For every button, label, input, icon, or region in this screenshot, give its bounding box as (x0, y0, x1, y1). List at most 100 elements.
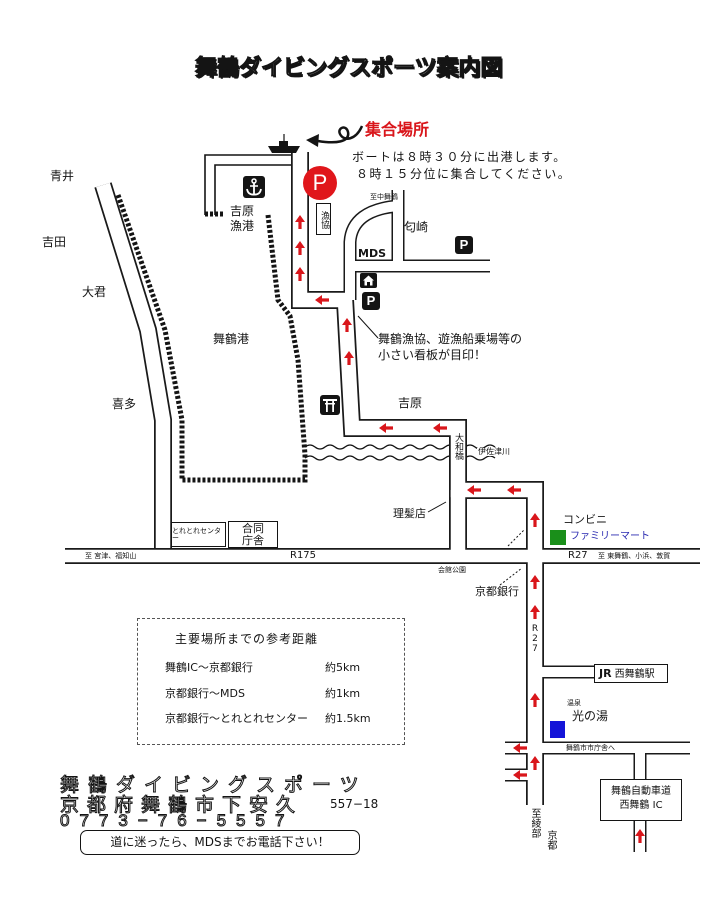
parking-icon: P (362, 292, 380, 310)
anchor-icon (243, 176, 265, 202)
ic-box: 舞鶴自動車道 西舞鶴 IC (600, 779, 682, 821)
help-note: 道に迷ったら、MDSまでお電話下さい！ (80, 830, 360, 855)
direction-kyoto: 京都 (545, 830, 556, 850)
expressway-label: 舞鶴自動車道 (611, 786, 671, 797)
distance-value: 約1km (325, 687, 361, 700)
route-arrow-icon (315, 295, 329, 305)
kyoto-bank-label: 京都銀行 (475, 585, 519, 598)
distance-route: 舞鶴IC〜京都銀行 (165, 661, 253, 674)
route-arrow-icon (530, 693, 540, 707)
direction-naka-maizuru: 至中舞鶴 (370, 193, 398, 201)
place-nioizaki: 匂崎 (404, 220, 429, 234)
direction-to: 至 (529, 808, 540, 818)
familymart-label: ファミリーマート (570, 531, 650, 542)
nishi-maizuru-station-label: 西舞鶴駅 (614, 669, 655, 680)
route-arrows (295, 215, 645, 843)
route-arrow-icon (433, 423, 447, 433)
harbor-edge-hatched (265, 214, 308, 456)
toretore-center-box: とれとれセンター (171, 522, 226, 547)
place-okimi: 大君 (82, 285, 107, 299)
footer-company-name: 舞鶴ダイビングスポーツ (60, 774, 368, 796)
place-maizuru-port: 舞鶴港 (213, 332, 250, 346)
route-arrow-icon (530, 575, 540, 589)
direction-ayabe: 至綾部 (529, 808, 540, 838)
jr-label: JR (599, 667, 612, 680)
direction-ayabe-name: 綾部 (529, 818, 540, 838)
place-aoi: 青井 (50, 169, 75, 183)
yamato-bridge-label: 大和橋 (453, 433, 463, 460)
torii-icon (320, 395, 340, 419)
pier-outline (204, 154, 291, 215)
footer-address: 京都府舞鶴市下安久 (59, 794, 304, 816)
signboard-leader-line (357, 315, 379, 339)
distance-value: 約1.5km (325, 712, 371, 725)
route-arrow-icon (342, 318, 352, 332)
kaikan-koen-label: 会館公園 (438, 566, 466, 574)
route-arrow-icon (295, 267, 305, 281)
route-arrow-icon (635, 829, 645, 843)
road-mds-north-fill (345, 201, 399, 300)
godo-chosha-box: 合同 庁舎 (228, 521, 278, 548)
place-yoshihara: 吉原 (398, 396, 423, 410)
distance-table-title: 主要場所までの参考距離 (175, 632, 319, 646)
yoshihara-port-label-line2: 漁港 (230, 219, 255, 233)
route-arrow-icon (344, 351, 354, 365)
route-arrow-icon (507, 485, 521, 495)
hikari-no-yu-marker (550, 721, 565, 738)
gathering-note: ８時１５分位に集合してください。 (356, 167, 572, 181)
route-arrow-icon (295, 241, 305, 255)
r27-destination: 至 東舞鶴、小浜、敦賀 (598, 552, 671, 560)
barber-leader-line (427, 501, 447, 513)
meeting-point-label: 集合場所 (365, 120, 430, 139)
map-title: 舞鶴ダイビングスポーツ案内図 (195, 56, 504, 81)
mds-label: MDS (358, 247, 386, 260)
signboard-note-line1: 舞鶴漁協、遊漁船乗場等の (378, 332, 523, 346)
gyokyo-sign: 漁協 (316, 203, 331, 235)
road-left-coastal-fill (96, 182, 171, 548)
distance-value: 約5km (325, 661, 361, 674)
signboard-note-line2: 小さい看板が目印！ (378, 348, 487, 362)
route-arrow-icon (530, 756, 540, 770)
distance-route: 京都銀行〜MDS (165, 687, 245, 700)
konbini-leader-line (507, 529, 525, 547)
godo-chosha-label-line2: 庁舎 (242, 534, 264, 547)
hikari-no-yu-label: 光の湯 (572, 709, 609, 723)
route-arrow-icon (295, 215, 305, 229)
r27-label: R27 (568, 550, 588, 561)
route-arrow-icon (530, 513, 540, 527)
footer-phone: 0773−76−5557 (59, 811, 295, 830)
place-yoshida: 吉田 (42, 235, 67, 249)
familymart-marker (550, 530, 566, 545)
city-hall-direction: 舞鶴市市庁舎へ (566, 744, 615, 752)
route-arrow-icon (467, 485, 481, 495)
route-arrow-icon (530, 605, 540, 619)
toretore-center-label: とれとれセンター (172, 527, 221, 542)
r175-destination: 至 宮津、福知山 (85, 552, 137, 560)
distance-table (137, 618, 405, 745)
place-kita: 喜多 (112, 397, 137, 411)
road-main-route-fill (292, 152, 543, 805)
route-arrow-icon (379, 423, 393, 433)
parking-icon: P (455, 236, 473, 254)
bank-leader-line (499, 567, 523, 586)
house-icon (360, 273, 377, 292)
r27-vertical-label: R27 (530, 624, 540, 654)
ic-label: 西舞鶴 IC (619, 800, 663, 811)
pointer-arrow-icon (306, 125, 364, 147)
pier-outline (214, 164, 291, 215)
distance-route: 京都銀行〜とれとれセンター (165, 712, 308, 725)
road-fills (65, 152, 700, 852)
godo-chosha-label-line1: 合同 (242, 522, 264, 535)
onsen-label: 温泉 (567, 699, 581, 707)
route-arrow-icon (513, 770, 527, 780)
departure-note: ボートは８時３０分に出港します。 (352, 150, 567, 164)
boat-icon (268, 134, 300, 153)
footer-address-number: 557−18 (330, 797, 379, 811)
yoshihara-port-label-line1: 吉原 (230, 204, 255, 218)
route-arrow-icon (513, 743, 527, 753)
barber-label: 理髪店 (393, 507, 426, 520)
meeting-parking-icon: P (303, 166, 337, 200)
